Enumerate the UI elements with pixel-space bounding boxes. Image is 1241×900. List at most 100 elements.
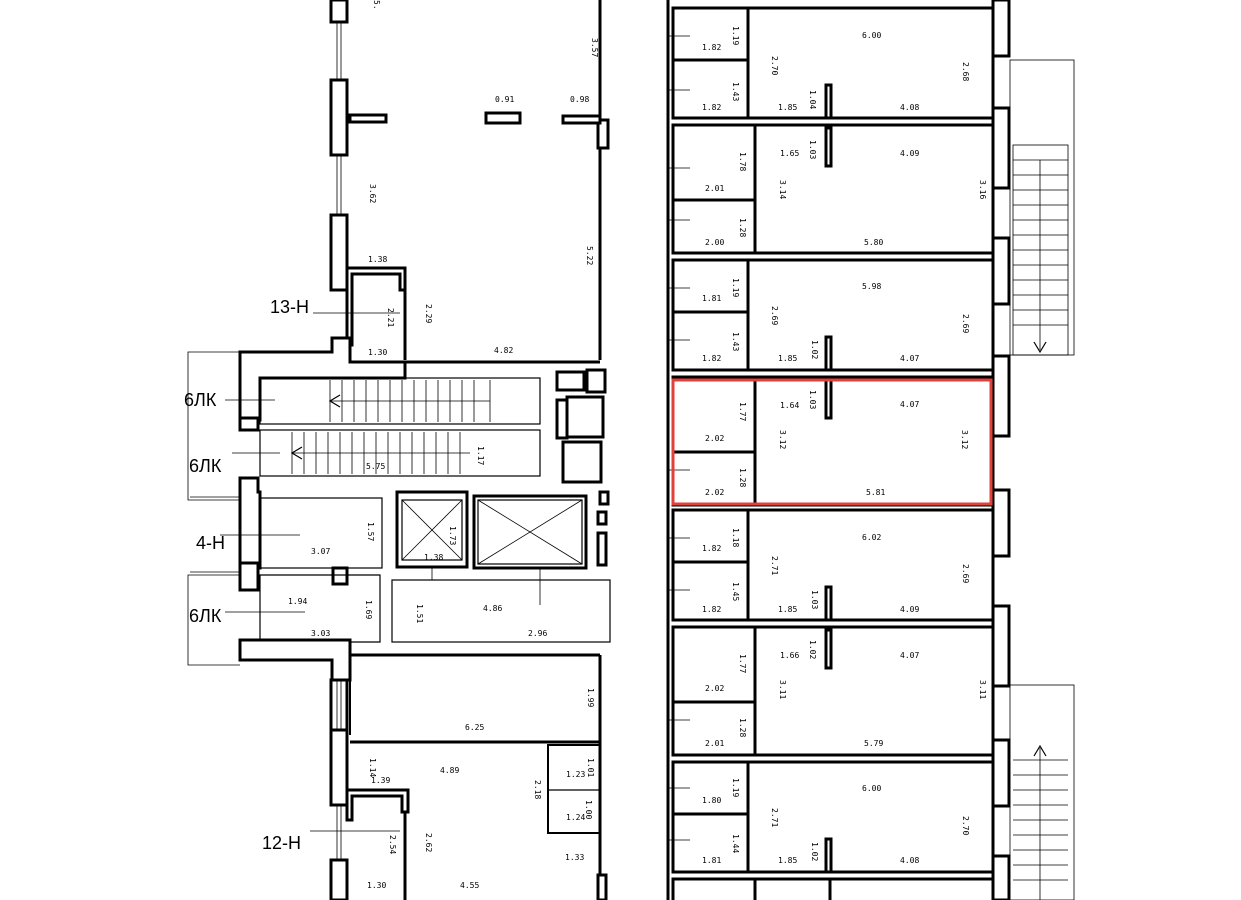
dim: 1.66 [780, 651, 799, 660]
dim: 1.30 [368, 348, 387, 357]
dim: 1.30 [367, 881, 386, 890]
dim: 1.82 [702, 354, 721, 363]
dim: 1.04 [808, 90, 817, 109]
dim: 1.78 [738, 152, 747, 171]
unit-row-2 [671, 123, 995, 255]
dim: 1.65 [780, 149, 799, 158]
dim: 6.00 [862, 784, 881, 793]
stair-treads [290, 380, 491, 474]
dim: 3.07 [311, 547, 330, 556]
dim: 2.29 [424, 304, 433, 323]
dimension-labels: 0.91 0.98 3.57 5. 3.62 5.22 1.38 2.21 2.… [288, 0, 987, 890]
dim: 1.77 [738, 402, 747, 421]
dim: 2.02 [705, 434, 724, 443]
dim: 3.16 [978, 180, 987, 199]
dim: 1.24 [566, 813, 585, 822]
dim: 2.69 [961, 314, 970, 333]
right-wing [666, 0, 1075, 900]
dim: 1.00 [584, 800, 593, 819]
label-13n: 13-Н [270, 297, 309, 317]
dim: 1.81 [702, 294, 721, 303]
dim: 2.69 [770, 306, 779, 325]
dim: 2.54 [388, 835, 397, 854]
dim: 2.62 [424, 833, 433, 852]
dim: 4.09 [900, 149, 919, 158]
dim: 1.01 [586, 758, 595, 777]
label-12n: 12-Н [262, 833, 301, 853]
dim: 1.99 [586, 688, 595, 707]
dim: 1.85 [778, 856, 797, 865]
dim: 1.17 [476, 446, 485, 465]
dim: 4.82 [494, 346, 513, 355]
dim: 1.03 [808, 390, 817, 409]
dim: 6.00 [862, 31, 881, 40]
dim: 2.01 [705, 739, 724, 748]
dim: 1.18 [731, 528, 740, 547]
balcony-stair-bottom [1013, 744, 1068, 900]
dim: 1.82 [702, 605, 721, 614]
dim: 3.03 [311, 629, 330, 638]
dim: 1.38 [424, 553, 443, 562]
dim: 1.80 [702, 796, 721, 805]
dim: 1.73 [448, 526, 457, 545]
dim: 1.82 [702, 43, 721, 52]
dim: 3.12 [778, 430, 787, 449]
dim: 1.51 [415, 604, 424, 623]
dim: 3.57 [590, 38, 599, 57]
dim: 1.23 [566, 770, 585, 779]
dim: 4.07 [900, 354, 919, 363]
dim: 2.70 [770, 56, 779, 75]
dim: 1.77 [738, 654, 747, 673]
dim: 2.02 [705, 488, 724, 497]
dim: 3.11 [978, 680, 987, 699]
dim: 4.55 [460, 881, 479, 890]
label-4n: 4-Н [196, 533, 225, 553]
unit-row-8 [671, 877, 995, 900]
dim: 2.96 [528, 629, 547, 638]
dim: 1.81 [702, 856, 721, 865]
dim: 4.07 [900, 400, 919, 409]
dim: 1.45 [731, 582, 740, 601]
dim: 1.85 [778, 605, 797, 614]
zone-labels: 13-Н 6ЛК 6ЛК 4-Н 6ЛК 12-Н [184, 297, 309, 853]
dim: 2.70 [961, 816, 970, 835]
dim: 1.03 [810, 590, 819, 609]
unit-row-3 [671, 258, 995, 372]
dim: 4.89 [440, 766, 459, 775]
dim: 5.80 [864, 238, 883, 247]
unit-row-5 [671, 508, 995, 622]
dim: 1.38 [368, 255, 387, 264]
dim: 2.71 [770, 556, 779, 575]
dim: 1.64 [780, 401, 799, 410]
dim: 1.33 [565, 853, 584, 862]
dim: 2.02 [705, 684, 724, 693]
dim: 1.44 [731, 834, 740, 853]
dim: 1.43 [731, 82, 740, 101]
dim: 6.25 [465, 723, 484, 732]
dim: 2.69 [961, 564, 970, 583]
dim: 6.02 [862, 533, 881, 542]
dim: 1.39 [371, 776, 390, 785]
dim: 1.14 [368, 758, 377, 777]
dim: 3.11 [778, 680, 787, 699]
dim: 4.08 [900, 856, 919, 865]
dim: 3.12 [960, 430, 969, 449]
dim: 1.02 [808, 640, 817, 659]
dim: 1.82 [702, 544, 721, 553]
dim: 1.43 [731, 332, 740, 351]
dim: 1.82 [702, 103, 721, 112]
dim: 2.71 [770, 808, 779, 827]
dim: 5. [372, 0, 381, 10]
dim: 1.03 [808, 140, 817, 159]
dim: 2.01 [705, 184, 724, 193]
dim: 5.79 [864, 739, 883, 748]
dim: 4.07 [900, 651, 919, 660]
dim: 1.19 [731, 778, 740, 797]
dim: 1.85 [778, 354, 797, 363]
highlighted-unit-outline[interactable] [671, 378, 993, 506]
dim: 1.69 [364, 600, 373, 619]
dim: 1.19 [731, 278, 740, 297]
dim: 4.86 [483, 604, 502, 613]
dim: 1.28 [738, 218, 747, 237]
